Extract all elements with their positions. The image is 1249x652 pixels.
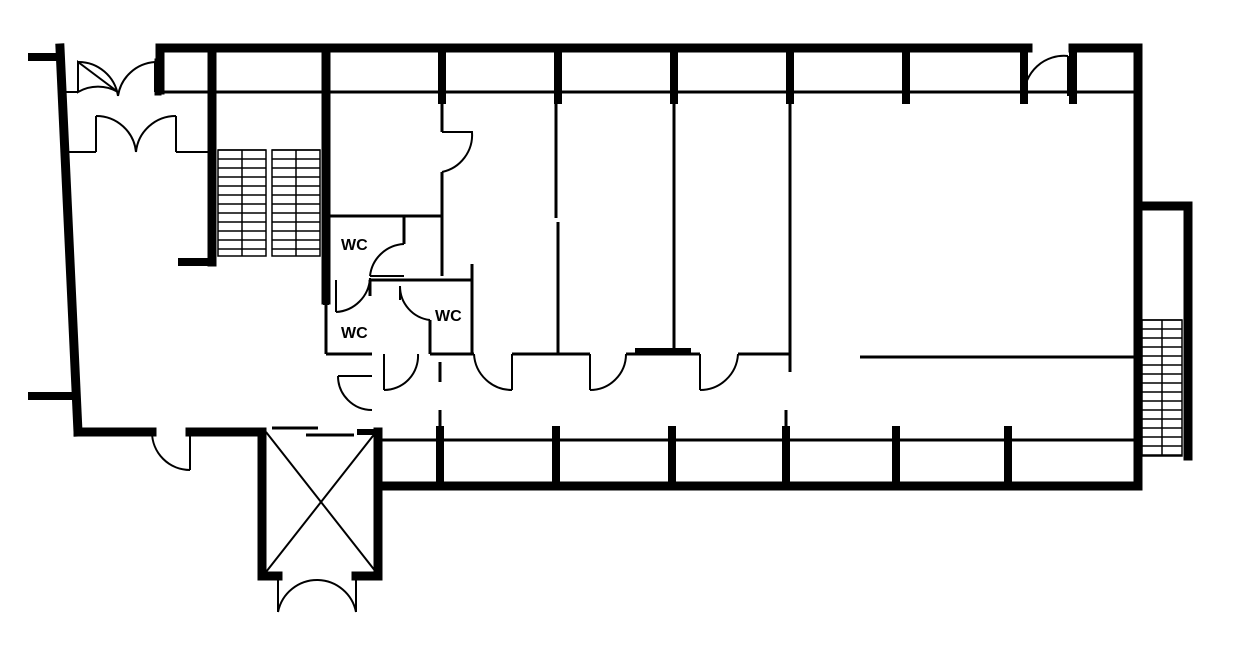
partitions xyxy=(272,92,1138,437)
doors xyxy=(62,54,1069,613)
exterior-walls xyxy=(28,43,1193,581)
staircase-right xyxy=(1141,319,1183,457)
wc-label-lower-left: WC xyxy=(341,325,368,342)
void-cross xyxy=(265,431,377,573)
top-mullions xyxy=(438,44,1077,104)
interior-walls xyxy=(160,43,1138,442)
wc-label-upper: WC xyxy=(341,237,368,254)
staircase-left xyxy=(217,149,321,257)
bottom-mullions xyxy=(436,426,1012,490)
wc-label-lower-right: WC xyxy=(435,308,462,325)
